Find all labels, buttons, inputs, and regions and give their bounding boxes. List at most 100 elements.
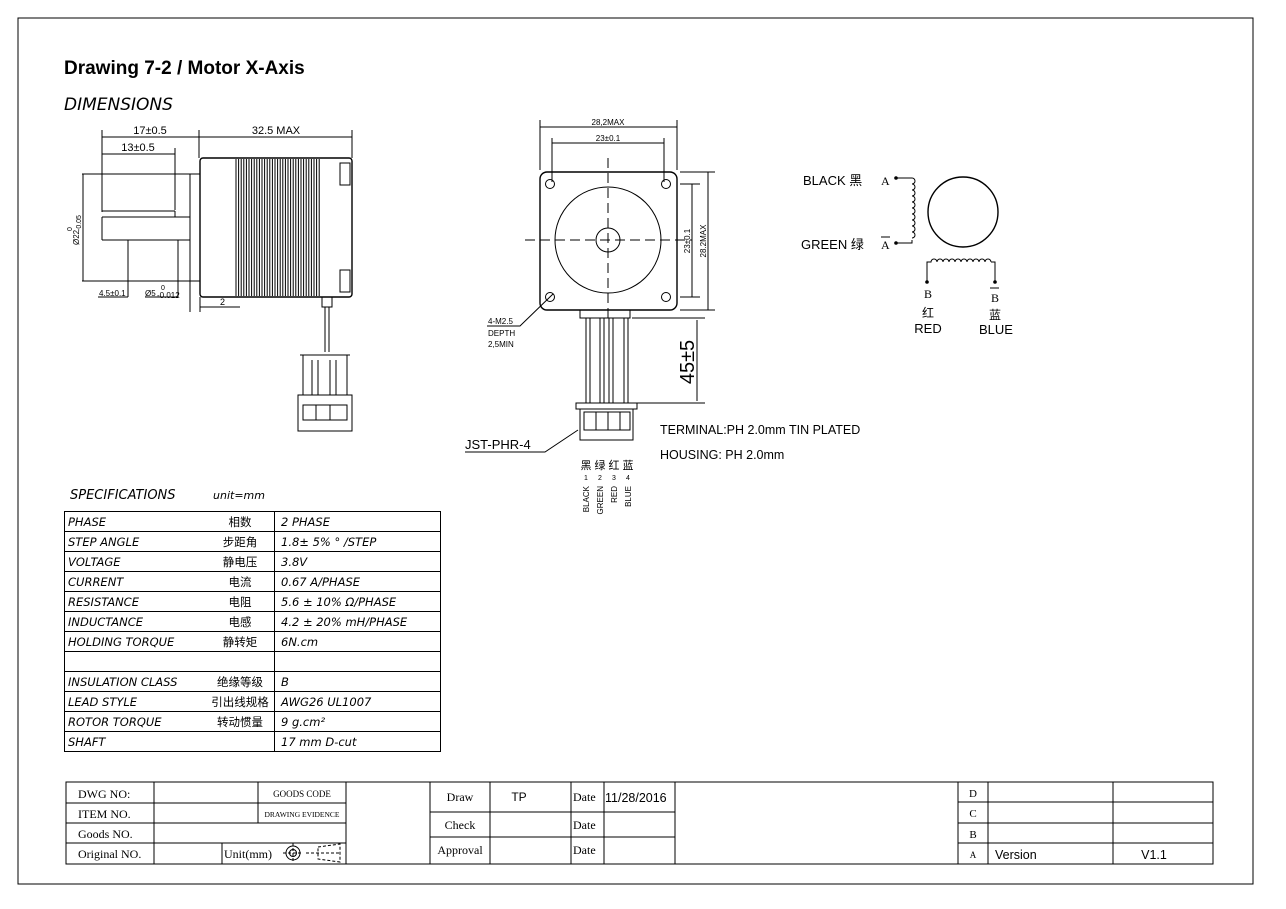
- version-value: V1.1: [1141, 848, 1167, 862]
- check-label: Check: [445, 818, 476, 832]
- date-label-check: Date: [573, 818, 596, 832]
- spec-label: RESISTANCE: [64, 591, 206, 612]
- unit-label: Unit(mm): [224, 847, 272, 861]
- spec-value: 17 mm D-cut: [274, 731, 441, 752]
- svg-text:Ø22: Ø22: [72, 229, 81, 245]
- svg-text:黑: 黑: [581, 459, 592, 472]
- terminal-a: A: [881, 174, 890, 188]
- spec-label-cn: 静电压: [206, 551, 275, 572]
- svg-text:2: 2: [598, 475, 602, 482]
- svg-text:GREEN: GREEN: [596, 486, 605, 515]
- rev-d: D: [969, 788, 977, 800]
- title-block: DWG NO: ITEM NO. Goods NO. Original NO. …: [65, 781, 1214, 865]
- spec-value: 2 PHASE: [274, 511, 441, 532]
- svg-text:蓝: 蓝: [623, 459, 634, 472]
- projection-symbol-icon: [283, 843, 341, 863]
- terminal-a-bar: A: [881, 238, 890, 252]
- dim-13: 13±0.5: [121, 142, 155, 154]
- item-no-label: ITEM NO.: [78, 807, 131, 821]
- spec-value: B: [274, 671, 441, 692]
- svg-text:4: 4: [626, 475, 630, 482]
- wiring-diagram: BLACK 黑 A GREEN 绿 A B B 红 蓝 RED BLUE: [801, 173, 1013, 337]
- section-heading: DIMENSIONS: [64, 95, 173, 115]
- spec-value: 0.67 A/PHASE: [274, 571, 441, 592]
- spec-value: 3.8V: [274, 551, 441, 572]
- hole-depth-label: DEPTH: [488, 329, 515, 338]
- dim-23-vertical: 23±0.1: [683, 228, 692, 253]
- draw-label: Draw: [447, 790, 474, 804]
- spec-label-cn: 静转矩: [206, 631, 275, 652]
- goods-code-label: GOODS CODE: [273, 789, 331, 799]
- svg-text:BLACK: BLACK: [582, 485, 591, 512]
- spec-label-cn: 电流: [206, 571, 275, 592]
- spec-label: CURRENT: [64, 571, 206, 592]
- wire-black-label: BLACK 黑: [803, 173, 862, 188]
- sheet-border: [17, 17, 1254, 885]
- hole-spec: 4-M2.5: [488, 317, 513, 326]
- drawing-title: Drawing 7-2 / Motor X-Axis: [64, 58, 305, 79]
- dim-2: 2: [220, 297, 225, 307]
- svg-text:BLUE: BLUE: [624, 486, 633, 507]
- dim-d5-tol-low: -0.012: [157, 291, 180, 300]
- spec-label-cn: 电阻: [206, 591, 275, 612]
- spec-label-cn: 绝缘等级: [206, 671, 275, 692]
- spec-label: SHAFT: [64, 731, 206, 752]
- spec-value: 1.8± 5% ° /STEP: [274, 531, 441, 552]
- terminal-b-bar: B: [991, 291, 999, 305]
- svg-text:0: 0: [67, 227, 74, 231]
- date-label-approval: Date: [573, 843, 596, 857]
- spec-label: LEAD STYLE: [64, 691, 206, 712]
- date-label-draw: Date: [573, 790, 596, 804]
- draw-by-value: TP: [511, 790, 526, 804]
- specs-unit: unit=mm: [213, 489, 265, 502]
- spec-row: [64, 651, 441, 672]
- svg-text:绿: 绿: [595, 458, 606, 472]
- rev-a: A: [970, 850, 977, 860]
- spec-label-cn: 引出线规格: [206, 691, 275, 712]
- spec-label: HOLDING TORQUE: [64, 631, 206, 652]
- wire-red-label: RED: [914, 321, 941, 336]
- svg-text:1: 1: [584, 475, 588, 482]
- spec-label: STEP ANGLE: [64, 531, 206, 552]
- spec-label: PHASE: [64, 511, 206, 532]
- spec-value: AWG26 UL1007: [274, 691, 441, 712]
- spec-label-cn: 电感: [206, 611, 275, 632]
- side-view: 17±0.5 32.5 MAX 13±0.5 Ø22 0 -0.05 4.5±0…: [67, 125, 353, 432]
- spec-value: 6N.cm: [274, 631, 441, 652]
- spec-value: 9 g.cm²: [274, 711, 441, 732]
- lead-length: 45±5: [677, 340, 699, 384]
- spec-label: INDUCTANCE: [64, 611, 206, 632]
- housing-spec: HOUSING: PH 2.0mm: [660, 448, 784, 462]
- spec-value: 4.2 ± 20% mH/PHASE: [274, 611, 441, 632]
- hole-depth-value: 2,5MIN: [488, 340, 514, 349]
- spec-label-cn: 步距角: [206, 531, 275, 552]
- spec-label-cn: [206, 651, 275, 672]
- wire-red-cn: 红: [922, 305, 934, 320]
- spec-label: VOLTAGE: [64, 551, 206, 572]
- svg-text:3: 3: [612, 475, 616, 482]
- wire-blue-cn: 蓝: [989, 308, 1001, 322]
- connector-label: JST-PHR-4: [465, 437, 531, 452]
- goods-no-label: Goods NO.: [78, 827, 133, 841]
- rev-c: C: [969, 808, 976, 820]
- terminal-b: B: [924, 287, 932, 301]
- dim-23: 23±0.1: [596, 134, 621, 143]
- dwg-no-label: DWG NO:: [78, 787, 130, 801]
- original-no-label: Original NO.: [78, 847, 141, 861]
- dim-28-2-vertical: 28.2MAX: [699, 224, 708, 258]
- dim-d22: Ø22 0 -0.05: [67, 215, 83, 245]
- rev-b: B: [969, 829, 976, 841]
- date-value: 11/28/2016: [605, 791, 667, 805]
- spec-label-cn: 转动惯量: [206, 711, 275, 732]
